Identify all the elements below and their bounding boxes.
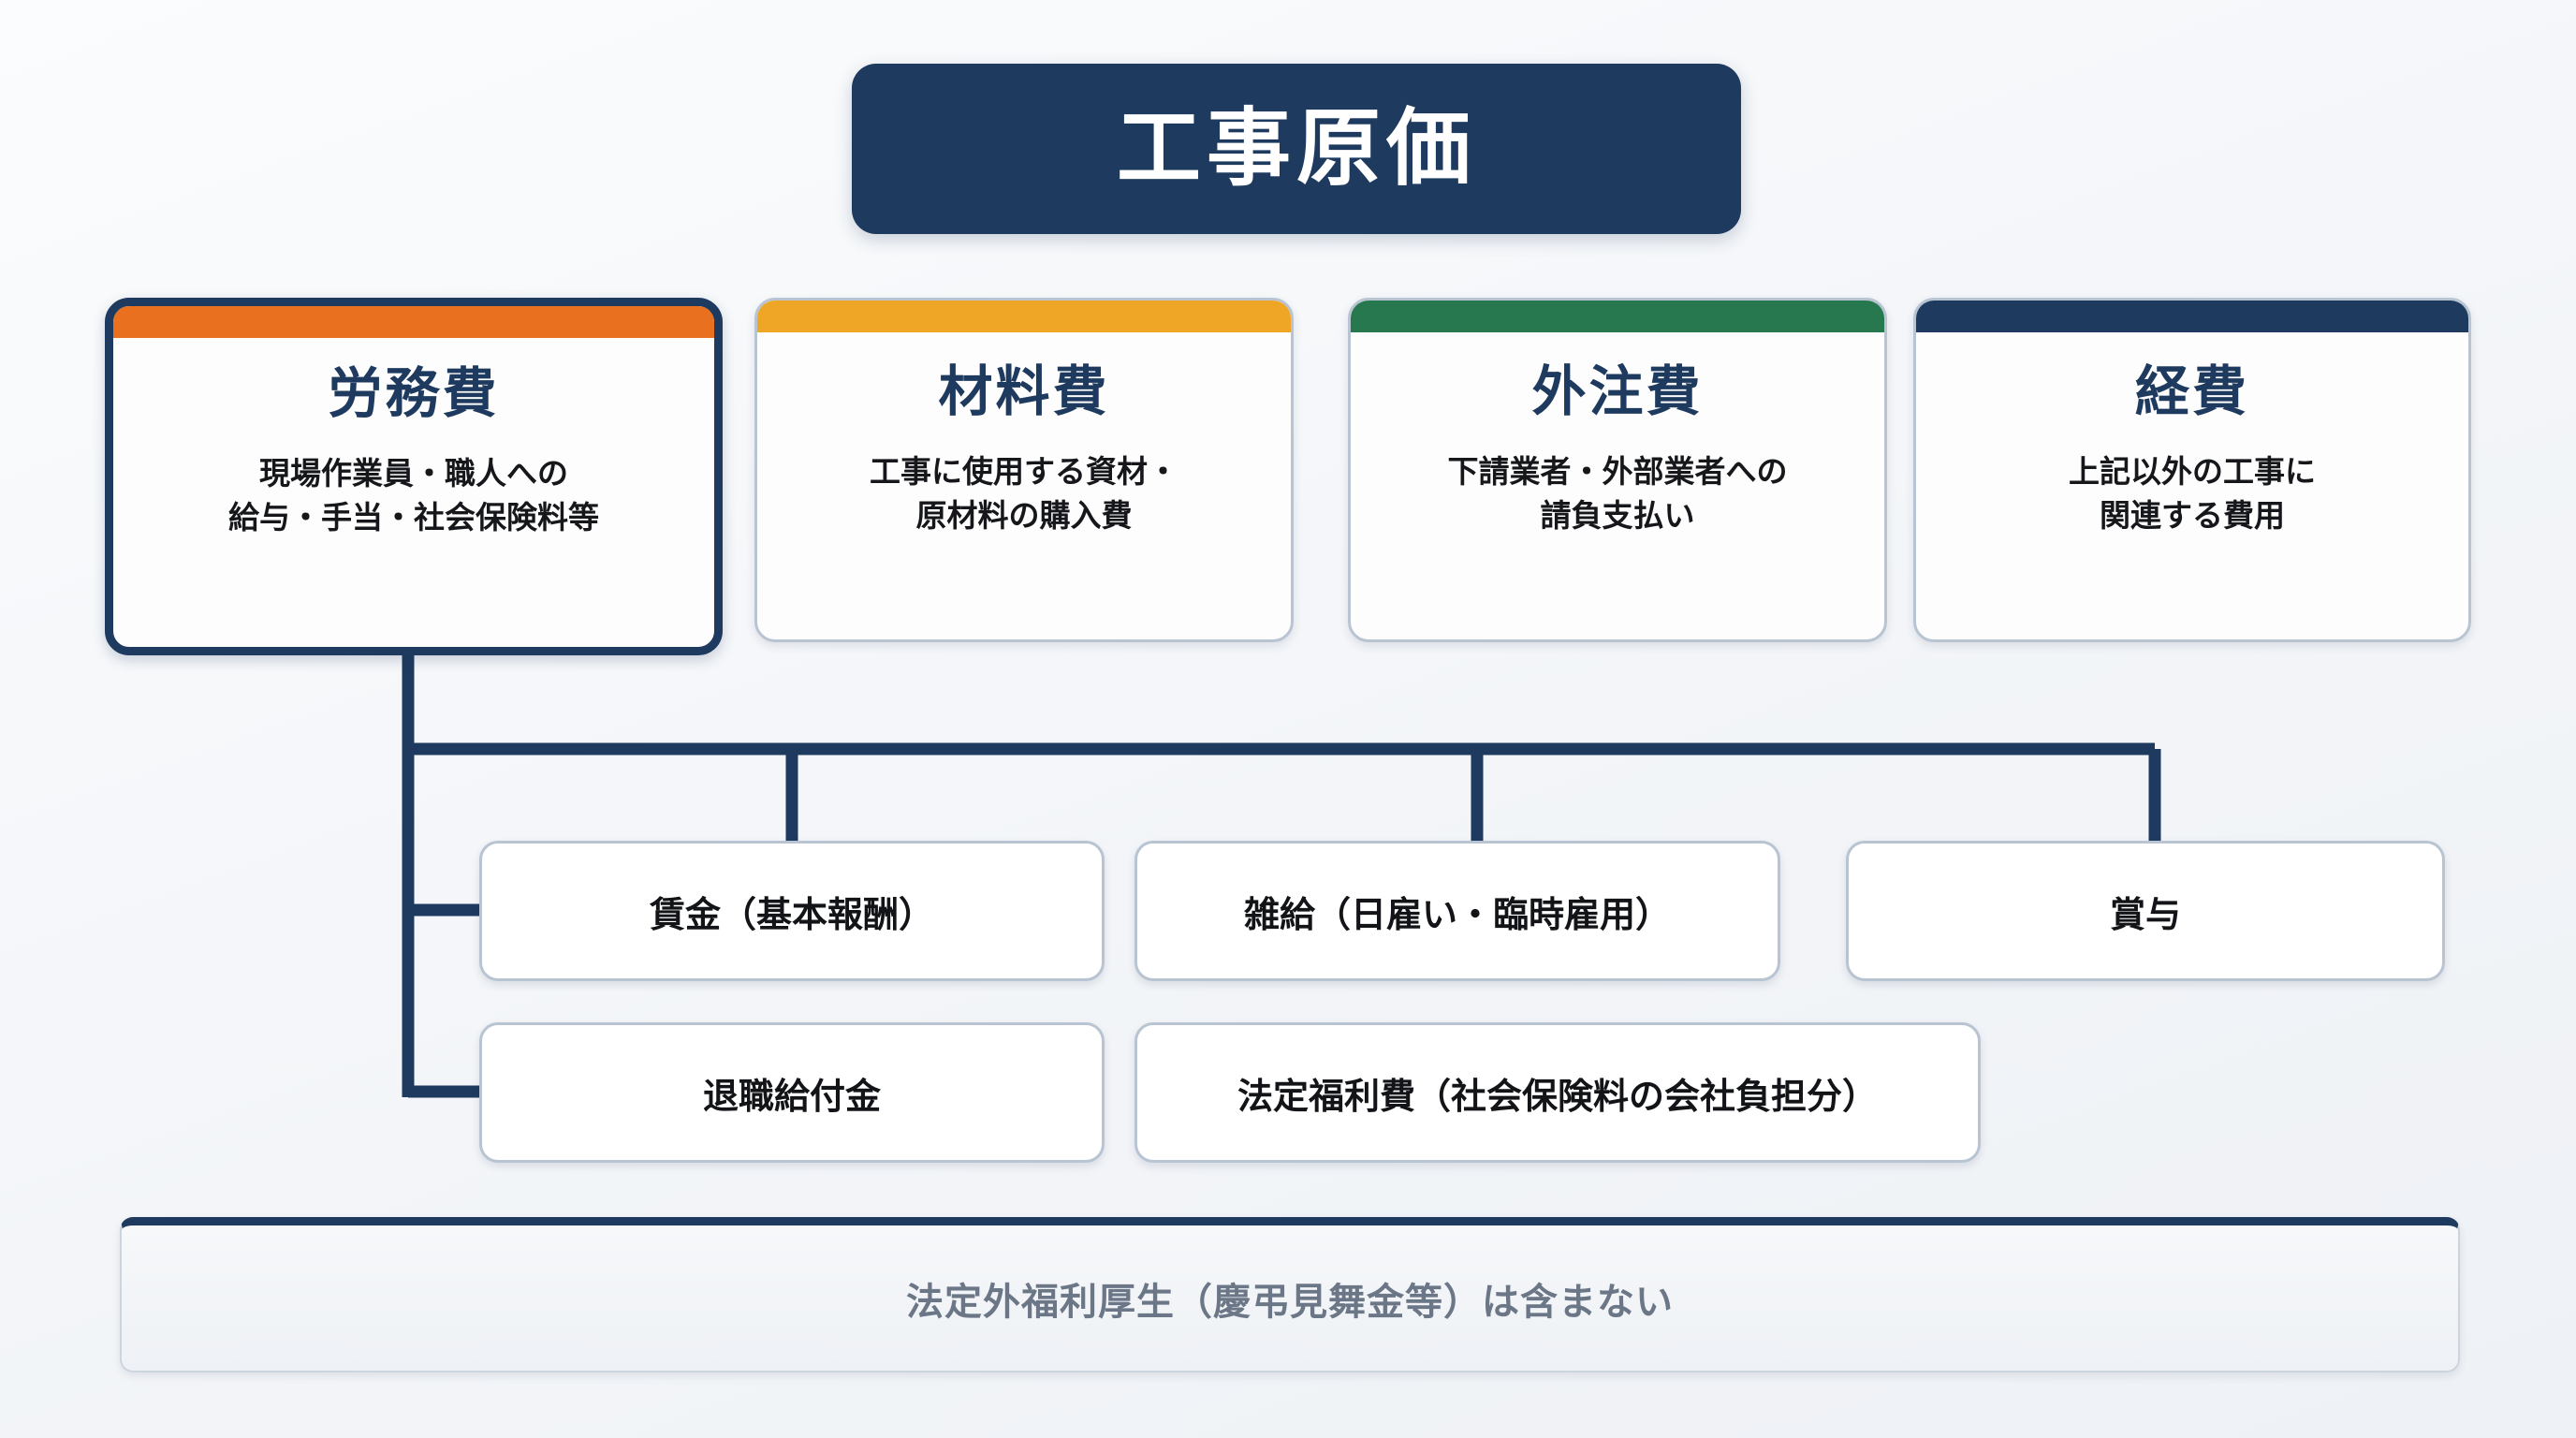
card-accent-bar	[1351, 301, 1884, 332]
diagram-title-box: 工事原価	[852, 64, 1741, 234]
subitem-box-shoyo[interactable]: 賞与	[1846, 841, 2445, 981]
subitem-box-chingin[interactable]: 賃金（基本報酬）	[479, 841, 1105, 981]
subitem-label: 賞与	[2109, 893, 2181, 935]
subitem-label: 雑給（日雇い・臨時雇用）	[1243, 893, 1671, 935]
card-desc-line: 請負支払い	[1540, 496, 1695, 534]
card-description-roumuhi: 現場作業員・職人への 給与・手当・社会保険料等	[228, 452, 599, 540]
card-desc-line: 下請業者・外部業者への	[1447, 453, 1788, 490]
card-desc-line: 関連する費用	[2100, 496, 2285, 534]
footer-note-box: 法定外福利厚生（慶弔見舞金等）は含まない	[120, 1217, 2460, 1372]
card-desc-line: 現場作業員・職人への	[259, 455, 568, 492]
category-card-gaichuuhi[interactable]: 外注費 下請業者・外部業者への 請負支払い	[1348, 298, 1887, 642]
card-description-gaichuuhi: 下請業者・外部業者への 請負支払い	[1448, 450, 1788, 538]
card-body: 経費 上記以外の工事に 関連する費用	[1916, 332, 2468, 538]
category-card-row: 労務費 現場作業員・職人への 給与・手当・社会保険料等 材料費 工事に使用する資…	[0, 298, 2576, 659]
card-accent-bar	[113, 306, 714, 338]
card-title-gaichuuhi: 外注費	[1531, 360, 1704, 423]
card-desc-line: 原材料の購入費	[915, 496, 1133, 534]
card-desc-line: 給与・手当・社会保険料等	[228, 498, 599, 536]
card-title-keihi: 経費	[2134, 360, 2249, 423]
subitem-label: 退職給付金	[702, 1075, 881, 1117]
category-card-zairyouhi[interactable]: 材料費 工事に使用する資材・ 原材料の購入費	[754, 298, 1294, 642]
card-accent-bar	[757, 301, 1291, 332]
diagram-title-text: 工事原価	[1117, 99, 1476, 198]
subitem-box-zakkyu[interactable]: 雑給（日雇い・臨時雇用）	[1134, 841, 1780, 981]
card-title-zairyouhi: 材料費	[938, 360, 1110, 423]
card-body: 外注費 下請業者・外部業者への 請負支払い	[1351, 332, 1884, 538]
subitem-box-taishoku-kyuufukin[interactable]: 退職給付金	[479, 1022, 1105, 1163]
subitem-label: 法定福利費（社会保険料の会社負担分）	[1237, 1075, 1878, 1117]
card-body: 材料費 工事に使用する資材・ 原材料の購入費	[757, 332, 1291, 538]
card-body: 労務費 現場作業員・職人への 給与・手当・社会保険料等	[113, 338, 714, 540]
category-card-roumuhi[interactable]: 労務費 現場作業員・職人への 給与・手当・社会保険料等	[105, 298, 723, 655]
subitem-label: 賃金（基本報酬）	[649, 893, 934, 935]
card-title-roumuhi: 労務費	[328, 361, 500, 425]
subitem-box-houtei-fukurihi[interactable]: 法定福利費（社会保険料の会社負担分）	[1134, 1022, 1981, 1163]
card-desc-line: 工事に使用する資材・	[870, 453, 1178, 490]
category-card-keihi[interactable]: 経費 上記以外の工事に 関連する費用	[1913, 298, 2471, 642]
card-desc-line: 上記以外の工事に	[2069, 453, 2316, 490]
footer-note-text: 法定外福利厚生（慶弔見舞金等）は含まない	[906, 1280, 1674, 1324]
card-description-zairyouhi: 工事に使用する資材・ 原材料の購入費	[870, 450, 1178, 538]
card-description-keihi: 上記以外の工事に 関連する費用	[2069, 450, 2316, 538]
card-accent-bar	[1916, 301, 2468, 332]
